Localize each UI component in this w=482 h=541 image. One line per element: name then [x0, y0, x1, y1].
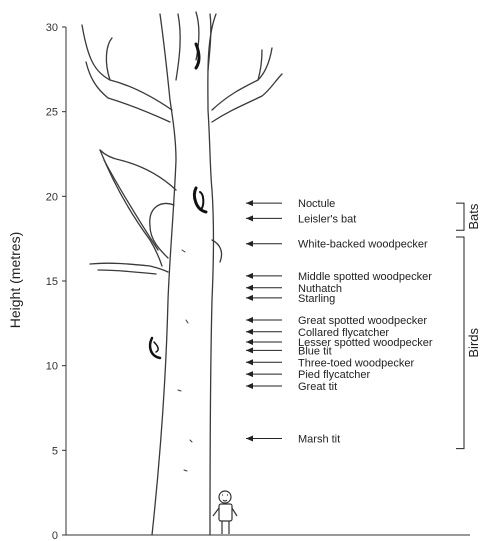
species-marker: Blue tit [246, 345, 332, 357]
species-label: Marsh tit [298, 433, 340, 445]
arrowhead-icon [246, 347, 253, 353]
species-marker: White-backed woodpecker [246, 239, 428, 251]
species-marker: Noctule [246, 198, 335, 210]
arrowhead-icon [246, 200, 253, 206]
species-marker: Pied flycatcher [246, 369, 370, 381]
species-marker: Great spotted woodpecker [246, 315, 427, 327]
species-label: Blue tit [298, 345, 332, 357]
bracket-line [456, 237, 464, 449]
species-marker: Three-toed woodpecker [246, 357, 415, 369]
arrowhead-icon [246, 329, 253, 335]
y-axis-title: Height (metres) [7, 232, 23, 328]
y-tick-label: 20 [46, 191, 58, 203]
arrowhead-icon [246, 383, 253, 389]
y-tick-label: 5 [52, 445, 58, 457]
species-marker: Great tit [246, 381, 337, 393]
group-bracket: Birds [456, 237, 481, 449]
species-marker: Middle spotted woodpecker [246, 271, 432, 283]
y-tick-label: 10 [46, 361, 58, 373]
species-marker: Leisler's bat [246, 213, 356, 225]
group-label: Birds [466, 328, 481, 358]
y-tick-label: 0 [52, 530, 58, 541]
y-tick-label: 25 [46, 107, 58, 119]
group-bracket: Bats [456, 203, 481, 230]
arrowhead-icon [246, 317, 253, 323]
arrowhead-icon [246, 285, 253, 291]
y-tick-label: 30 [46, 22, 58, 34]
bracket-line [456, 203, 464, 230]
arrowhead-icon [246, 295, 253, 301]
species-marker: Starling [246, 293, 335, 305]
species-label: Middle spotted woodpecker [298, 271, 432, 283]
species-label: Great tit [298, 381, 337, 393]
arrowhead-icon [246, 273, 253, 279]
species-label: Noctule [298, 198, 335, 210]
species-label: White-backed woodpecker [298, 239, 428, 251]
y-tick-label: 15 [46, 276, 58, 288]
species-label: Three-toed woodpecker [298, 357, 415, 369]
arrowhead-icon [246, 241, 253, 247]
group-label: Bats [466, 203, 481, 230]
species-label: Pied flycatcher [298, 369, 370, 381]
arrowhead-icon [246, 359, 253, 365]
species-label: Great spotted woodpecker [298, 315, 427, 327]
y-axis-ticks: 0 5 10 15 20 25 30 [46, 22, 66, 541]
species-label: Leisler's bat [298, 213, 356, 225]
species-label: Starling [298, 293, 335, 305]
arrowhead-icon [246, 371, 253, 377]
person-figure [213, 491, 237, 534]
species-marker: Marsh tit [246, 433, 340, 445]
species-marker: Lesser spotted woodpecker [246, 337, 433, 349]
arrowhead-icon [246, 435, 253, 441]
arrowhead-icon [246, 339, 253, 345]
arrowhead-icon [246, 215, 253, 221]
